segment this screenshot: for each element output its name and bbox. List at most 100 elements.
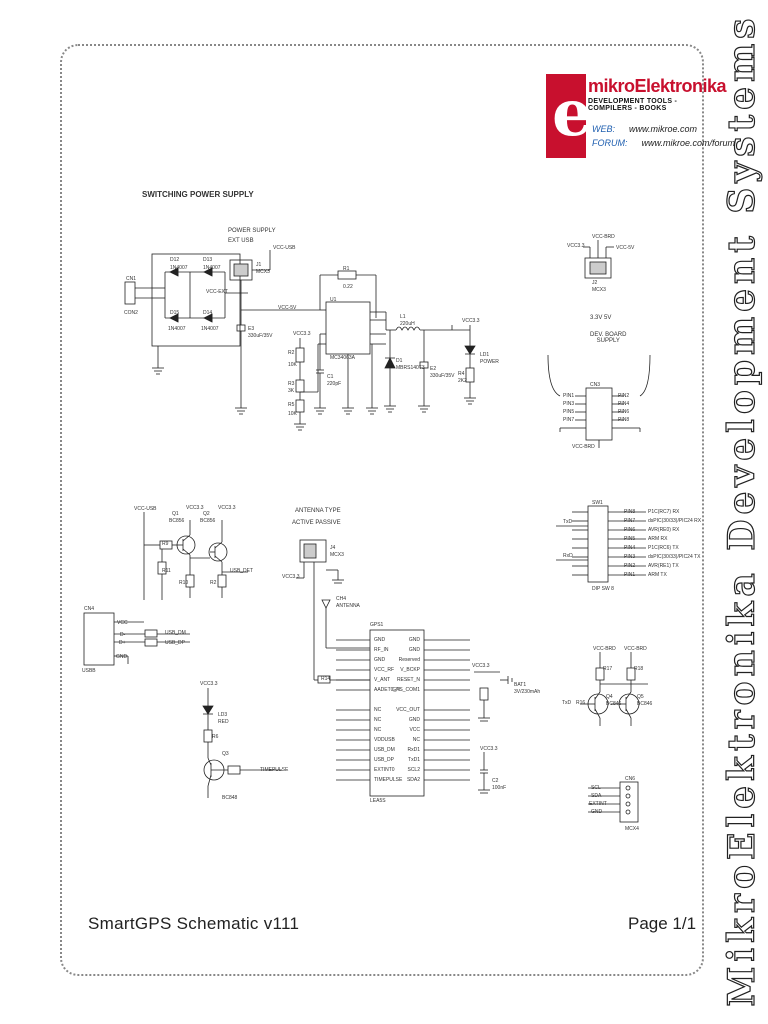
label-cn3-pin7: PIN7 xyxy=(563,417,575,423)
label-r3: R3 xyxy=(288,381,295,387)
label-mbrs: MBRS140T3 xyxy=(396,365,425,371)
transistor-q1 xyxy=(176,535,196,555)
label-dip-sw: DIP SW 8 xyxy=(592,586,614,592)
mikroelektronika-logo: e mikroElektronika DEVELOPMENT TOOLS - C… xyxy=(546,74,735,158)
label-d14-type: 1N4007 xyxy=(201,326,219,332)
label-antenna: ANTENNA xyxy=(336,603,360,609)
label-usb-det: USB_DET xyxy=(230,568,254,574)
label-r14: R14 xyxy=(321,676,331,682)
label-cn3-pin5: PIN5 xyxy=(563,409,575,415)
label-cn3-pin1: PIN1 xyxy=(563,393,575,399)
label-r10: R10 xyxy=(179,580,189,586)
label-cn1: CN1 xyxy=(126,276,137,282)
label-q4: Q4 xyxy=(606,694,613,700)
label-mcx3: MCX3 xyxy=(256,269,270,275)
gps-left-pin-label: EXTINT0 xyxy=(374,767,395,773)
label-r1: R1 xyxy=(343,266,350,272)
label-c2-value: 100nF xyxy=(492,785,507,791)
label-usb-dm-net: USB_DM xyxy=(165,630,186,636)
label-bc856-q1: BC856 xyxy=(169,518,185,524)
label-bat1: BAT1 xyxy=(514,682,527,688)
label-vcc-usb: VCC-USB xyxy=(273,245,296,251)
label-vcc-brd-cn3: VCC-BRD xyxy=(572,444,595,450)
gps-right-pin-label: TxD1 xyxy=(408,757,420,763)
gps-right-pin-label: GND xyxy=(408,717,420,723)
logo-letter: e xyxy=(552,76,593,151)
label-mc34063a: MC34063A xyxy=(330,355,356,361)
gps-left-pin-label: GND xyxy=(374,637,386,643)
gps-left-pin-label: USB_DP xyxy=(374,757,395,763)
gps-module-lea5s xyxy=(369,629,425,797)
label-usb-dp: D+ xyxy=(119,640,126,646)
dip-switch-label: dsPIC(30/33)/PIC24 RX xyxy=(648,518,702,524)
label-c1: C1 xyxy=(327,374,334,380)
label-mcx4: MCX4 xyxy=(625,826,639,832)
label-vcc-usb-q: VCC-USB xyxy=(134,506,157,512)
logo-forum-row: FORUM: www.mikroe.com/forum xyxy=(592,138,735,148)
switching-power-supply-title: SWITCHING POWER SUPPLY xyxy=(142,190,254,199)
label-e3-value: 330uF/35V xyxy=(248,333,273,339)
gps-right-pin-label: SDA2 xyxy=(406,777,420,783)
gps-left-pin-label: GND xyxy=(374,657,386,663)
label-sw1: SW1 xyxy=(592,500,603,506)
label-vcc3v3-r2: VCC3.3 xyxy=(293,331,311,337)
forum-value[interactable]: www.mikroe.com/forum xyxy=(641,138,736,148)
label-r11: R11 xyxy=(162,568,171,574)
web-value[interactable]: www.mikroe.com xyxy=(629,124,698,134)
gps-right-pin-label: Reserved xyxy=(398,657,420,663)
usb-connector-cn4 xyxy=(83,612,115,666)
label-q3: Q3 xyxy=(222,751,229,757)
label-rxd-sw: RxD xyxy=(563,553,573,559)
label-j4: J4 xyxy=(330,545,336,551)
label-txd-sw: TxD xyxy=(563,519,573,525)
gps-left-pin-label: TIMEPULSE xyxy=(374,777,403,783)
gps-right-pin-label: VCC_OUT xyxy=(396,707,420,713)
label-bat-value: 3V/230mAh xyxy=(514,689,541,695)
label-q1: Q1 xyxy=(172,511,179,517)
label-vcc3v3-bat: VCC3.3 xyxy=(472,663,490,669)
schematic-title: SmartGPS Schematic v111 xyxy=(88,914,300,933)
label-vcc3v3-c2: VCC3.3 xyxy=(480,746,498,752)
gps-right-pin-label: GPS_COM1 xyxy=(392,687,420,693)
label-ld1: LD1 xyxy=(480,352,490,358)
label-con2: CON2 xyxy=(124,310,138,316)
label-r1-value: 0.22 xyxy=(343,284,353,290)
dip-switch-sw1 xyxy=(587,505,609,583)
gps-left-pin-label: USB_DM xyxy=(374,747,395,753)
label-cn3: CN3 xyxy=(590,382,601,388)
ext-usb-label: EXT USB xyxy=(228,238,254,244)
logo-tagline: DEVELOPMENT TOOLS - COMPILERS - BOOKS xyxy=(588,98,678,112)
label-r5-value: 10K xyxy=(288,411,297,417)
label-vcc-brd-q4: VCC-BRD xyxy=(593,646,616,652)
label-vcc-ext: VCC-EXT xyxy=(206,289,228,295)
label-r5: R5 xyxy=(288,402,295,408)
connector-cn6 xyxy=(619,781,639,823)
label-d15-type: 1N4007 xyxy=(168,326,186,332)
label-e2-value: 330uF/35V xyxy=(430,373,455,379)
label-l1-value: 220uH xyxy=(400,321,415,327)
label-r18: R18 xyxy=(634,666,644,672)
label-u1: U1 xyxy=(330,297,337,303)
label-vcc-rf: VCC3.3 xyxy=(282,574,300,580)
label-bc846-q5: BC846 xyxy=(637,701,653,707)
forum-label: FORUM: xyxy=(592,138,628,148)
label-vcc3v3-ld3: VCC3.3 xyxy=(200,681,218,687)
logo-red-box xyxy=(546,74,586,158)
sheet-border xyxy=(60,44,704,976)
label-c2: C2 xyxy=(492,778,499,784)
label-d12: D12 xyxy=(170,257,180,263)
gps-right-pin-label: GND xyxy=(408,647,420,653)
label-cn4: CN4 xyxy=(84,606,95,612)
label-bc848: BC848 xyxy=(222,795,238,801)
jumper-j4 xyxy=(299,539,327,563)
label-vcc3v3-j2: VCC3.3 xyxy=(567,243,585,249)
dev-board-voltage-label: 3.3V 5V xyxy=(590,315,612,321)
dip-switch-label: AVR(RE1) TX xyxy=(648,563,679,569)
label-r9: R9 xyxy=(162,541,169,547)
label-usb-gnd: GND xyxy=(116,654,128,660)
label-ch4: CH4 xyxy=(336,596,347,602)
cn1-connector xyxy=(124,281,136,305)
gps-right-pin-label: RESET_N xyxy=(396,677,420,683)
gps-left-pin-label: AADET0_N xyxy=(374,687,400,693)
